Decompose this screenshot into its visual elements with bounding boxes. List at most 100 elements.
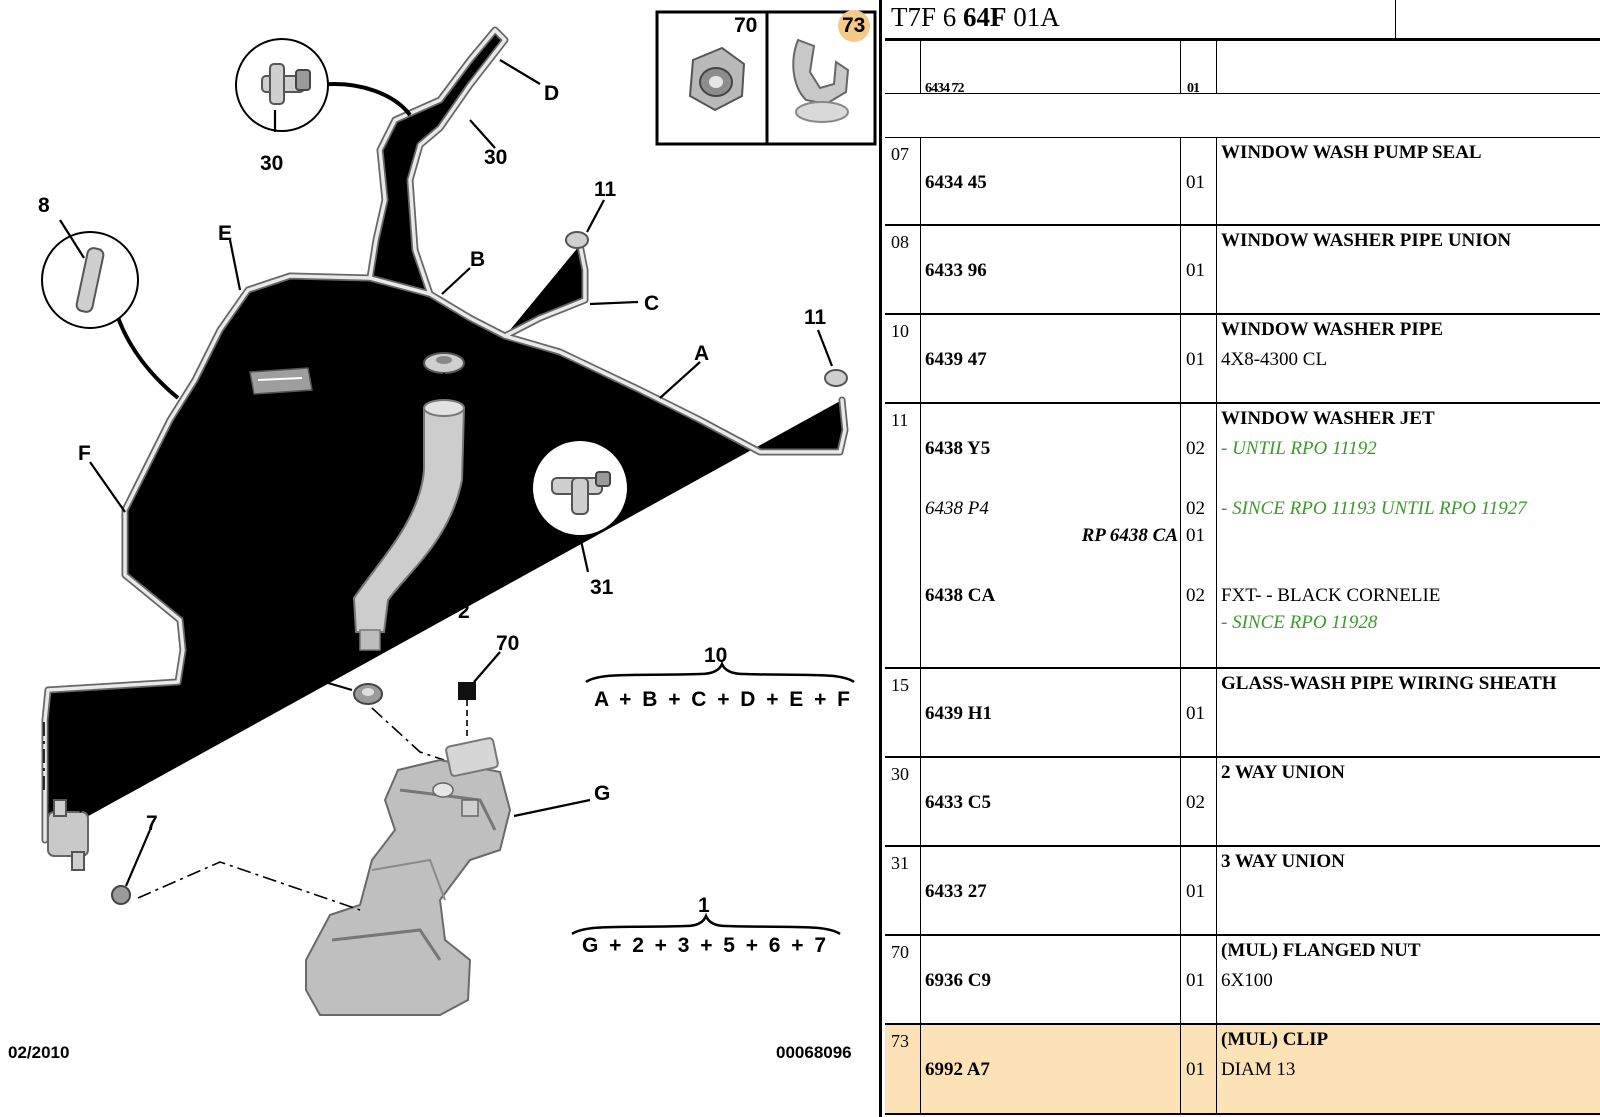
cell-ref: 73 [885, 1025, 921, 1113]
cell-ref: 08 [885, 226, 921, 313]
label-5: 5 [110, 748, 122, 771]
ref-number: 73 [891, 1031, 909, 1051]
ref-number: 30 [891, 764, 909, 784]
label-11-right: 11 [804, 306, 827, 329]
label-7: 7 [146, 812, 158, 835]
table-row-08[interactable]: 08 6433 96 01 WINDOW WASHER PIPE UNION [885, 226, 1600, 315]
label-11-top: 11 [594, 178, 617, 201]
description: WINDOW WASHER PIPE [1221, 319, 1444, 340]
quantity: 01 [1186, 172, 1205, 193]
detail-bubble-union-31[interactable] [510, 344, 629, 537]
replacement-part-number[interactable]: RP 6438 CA [1081, 525, 1178, 546]
cell-desc: (MUL) CLIP DIAM 13 [1217, 1025, 1600, 1113]
table-header-row: 6434 72 01 [885, 41, 1600, 96]
cell-part: 6434 45 [921, 138, 1181, 224]
cell-desc: WINDOW WASHER PIPE UNION [1217, 226, 1600, 313]
part-number[interactable]: 6438 Y5 [925, 438, 991, 459]
table-row-70[interactable]: 70 6936 C9 01 (MUL) FLANGED NUT 6X100 [885, 936, 1600, 1025]
label-E: E [218, 222, 232, 245]
table-row-30[interactable]: 30 6433 C5 02 2 WAY UNION [885, 758, 1600, 847]
brace-assembly-10 [585, 660, 855, 684]
cell-desc: GLASS-WASH PIPE WIRING SHEATH [1217, 669, 1600, 756]
washer-reservoir-G[interactable] [305, 737, 512, 1016]
part-number-current[interactable]: 6438 CA [925, 585, 996, 606]
label-3: 3 [356, 372, 368, 395]
pump-seal-6[interactable] [353, 683, 445, 761]
description-variant: FXT- - BLACK CORNELIE [1221, 585, 1441, 606]
cell-qty: 01 [1181, 315, 1217, 402]
flanged-nut-70-marker[interactable] [458, 682, 476, 740]
table-row-73[interactable]: 73 6992 A7 01 (MUL) CLIP DIAM 13 [885, 1025, 1600, 1115]
filler-cap-3[interactable] [423, 352, 465, 395]
title-divider [1395, 0, 1396, 40]
washer-jet-11-right[interactable] [824, 369, 848, 387]
formula-assembly-1: G + 2 + 3 + 5 + 6 + 7 [582, 934, 826, 957]
title-group: 64F [963, 2, 1007, 32]
description-detail: DIAM 13 [1221, 1059, 1296, 1080]
formula-assembly-10: A + B + C + D + E + F [594, 688, 850, 711]
label-G: G [594, 782, 610, 805]
header-col-part: 6434 72 [921, 41, 1181, 96]
part-number[interactable]: 6433 C5 [925, 792, 991, 813]
label-F: F [78, 442, 91, 465]
thumbnail-flanged-nut[interactable]: 70 [655, 10, 769, 146]
thumb-label-70: 70 [734, 14, 757, 37]
part-number[interactable]: 6439 47 [925, 349, 987, 370]
thumb-label-73: 73 [842, 14, 865, 37]
table-row-07[interactable]: 07 6434 45 01 WINDOW WASH PUMP SEAL [885, 137, 1600, 226]
cell-part: 6936 C9 [921, 936, 1181, 1023]
detail-bubble-pipe-union-8[interactable] [41, 231, 180, 400]
ref-number: 31 [891, 853, 909, 873]
pipe-wiring-sheath-15[interactable] [249, 289, 386, 395]
label-30-left: 30 [260, 152, 283, 175]
washer-pipes[interactable] [45, 30, 845, 840]
label-8: 8 [38, 194, 50, 217]
cell-ref: 07 [885, 138, 921, 224]
parts-table: T7F 6 64F 01A 6434 72 01 07 6434 45 01 W… [885, 0, 1600, 1117]
washer-jet-11-left[interactable] [565, 231, 589, 249]
description: WINDOW WASHER PIPE UNION [1221, 230, 1512, 251]
part-number[interactable]: 6439 H1 [925, 703, 993, 724]
label-30-right: 30 [484, 146, 507, 169]
part-number[interactable]: 6992 A7 [925, 1059, 990, 1080]
rpo-note-since: - SINCE RPO 11928 [1221, 612, 1378, 633]
filler-neck-2[interactable] [352, 399, 466, 651]
cell-ref: 10 [885, 315, 921, 402]
cell-desc: 2 WAY UNION [1217, 758, 1600, 845]
table-row-11[interactable]: 11 6438 Y5 6438 P4 RP 6438 CA 6438 CA 02… [885, 404, 1600, 669]
label-2: 2 [458, 600, 470, 623]
pump-seal-7[interactable] [111, 861, 361, 911]
label-D: D [544, 82, 559, 105]
part-number-alt[interactable]: 6438 P4 [925, 498, 989, 519]
label-A: A [694, 342, 709, 365]
quantity: 01 [1186, 703, 1205, 724]
rpo-note-until: - UNTIL RPO 11192 [1221, 438, 1377, 459]
thumbnail-clip[interactable]: 73 [765, 10, 877, 146]
table-row-31[interactable]: 31 6433 27 01 3 WAY UNION [885, 847, 1600, 936]
cell-part: 6439 47 [921, 315, 1181, 402]
label-1: 1 [698, 894, 710, 917]
part-number[interactable]: 6433 96 [925, 260, 987, 281]
quantity-replacement: 01 [1186, 525, 1205, 546]
quantity: 01 [1186, 881, 1205, 902]
quantity: 01 [1186, 970, 1205, 991]
cell-ref: 70 [885, 936, 921, 1023]
ref-number: 07 [891, 144, 909, 164]
cell-qty: 01 [1181, 138, 1217, 224]
description: (MUL) CLIP [1221, 1029, 1329, 1050]
cell-qty: 01 [1181, 936, 1217, 1023]
part-number[interactable]: 6434 45 [925, 172, 987, 193]
table-row-10[interactable]: 10 6439 47 01 WINDOW WASHER PIPE 4X8-430… [885, 315, 1600, 404]
part-number[interactable]: 6936 C9 [925, 970, 991, 991]
cell-part: 6439 H1 [921, 669, 1181, 756]
cut-off-part-number: 6434 72 [925, 81, 964, 96]
cell-ref: 31 [885, 847, 921, 934]
part-number[interactable]: 6433 27 [925, 881, 987, 902]
detail-bubble-union-30[interactable] [235, 38, 412, 132]
cell-part: 6438 Y5 6438 P4 RP 6438 CA 6438 CA [921, 404, 1181, 667]
table-row-15[interactable]: 15 6439 H1 01 GLASS-WASH PIPE WIRING SHE… [885, 669, 1600, 758]
cut-off-qty: 01 [1187, 81, 1200, 96]
washer-pump-5[interactable] [43, 720, 89, 871]
cell-ref: 15 [885, 669, 921, 756]
title-prefix: T7F 6 [891, 2, 964, 32]
